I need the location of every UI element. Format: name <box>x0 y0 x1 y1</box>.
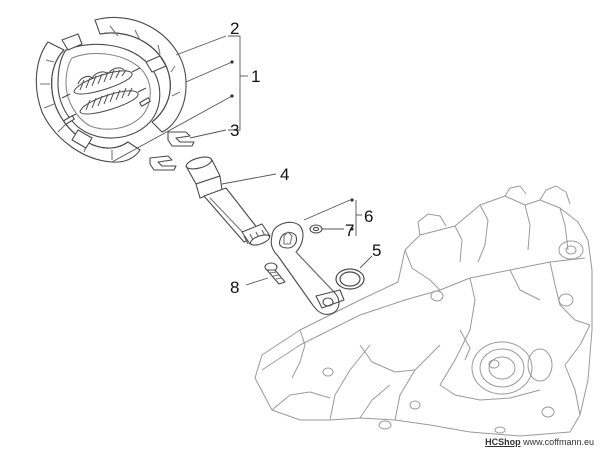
brake-camshaft <box>185 156 271 246</box>
seal-ring <box>335 268 365 290</box>
footer-shop: HCShop <box>485 437 521 447</box>
brake-lever <box>270 221 345 315</box>
callout-1: 1 <box>251 67 260 86</box>
callout-6: 6 <box>364 207 373 226</box>
footer-credit: HCShop www.coffmann.eu <box>485 437 594 447</box>
callout-5: 5 <box>372 241 381 260</box>
return-spring-upper <box>61 67 141 99</box>
callout-3: 3 <box>230 121 239 140</box>
callout-8: 8 <box>230 278 239 297</box>
callout-2: 2 <box>230 19 239 38</box>
footer-site: www.coffmann.eu <box>523 437 594 447</box>
shoe-clips <box>149 131 195 171</box>
lever-bolt <box>264 262 286 285</box>
leader-dots <box>230 60 354 231</box>
lever-washer <box>309 224 323 234</box>
brake-shoe-assembly <box>35 16 187 163</box>
callout-4: 4 <box>280 165 289 184</box>
leader-lines <box>111 35 373 286</box>
return-spring-lower <box>67 87 147 119</box>
callout-7: 7 <box>345 221 354 240</box>
engine-casing <box>254 185 593 437</box>
